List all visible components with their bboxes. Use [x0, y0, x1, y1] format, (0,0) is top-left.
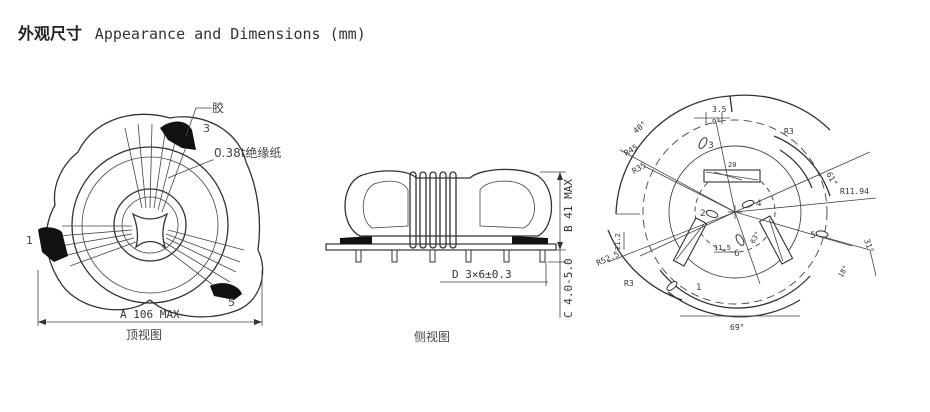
dim-c: C 4.0-5.0	[562, 258, 575, 318]
dim-r11-94: R11.94	[840, 187, 869, 196]
side-view-drawing	[325, 168, 566, 318]
footprint-drawing	[607, 94, 877, 318]
top-pin-3: 3	[203, 122, 210, 135]
dim-61deg: 61°	[824, 171, 839, 188]
dim-18deg: 18°	[837, 264, 850, 279]
dim-d: D 3×6±0.3	[452, 268, 512, 281]
dim-r35: R35	[631, 161, 648, 176]
footprint-pin-4: 4	[756, 199, 762, 209]
dim-9deg: 9°	[712, 118, 720, 126]
dim-r3-bottom: R3	[624, 279, 634, 288]
dim-r45: R45	[623, 143, 640, 158]
dim-20: 20	[728, 161, 736, 169]
footprint-pin-5: 5	[810, 231, 816, 241]
footprint-pin-1: 1	[696, 283, 702, 293]
top-view-caption: 顶视图	[126, 327, 162, 342]
dim-69deg: 69°	[730, 323, 744, 332]
dim-a: A 106 MAX	[120, 308, 180, 321]
title-chinese: 外观尺寸	[18, 24, 83, 43]
dim-r52-5: R52.5	[595, 249, 621, 267]
side-view-caption: 侧视图	[414, 329, 450, 344]
footprint-pin-3: 3	[708, 141, 714, 151]
dim-b: B 41 MAX	[562, 179, 575, 232]
label-insulation-paper: 0.38t绝缘纸	[214, 145, 281, 160]
footprint-pin-6: 6	[734, 249, 740, 259]
dim-40deg: 40°	[632, 119, 649, 135]
dim-11-5: 11.5	[714, 244, 731, 252]
page-title: 外观尺寸 Appearance and Dimensions (mm)	[18, 20, 366, 44]
top-view-drawing	[37, 107, 264, 326]
dim-r3-top: R3	[784, 127, 794, 136]
dim-31deg: 31°	[862, 238, 875, 255]
dim-3-5: 3.5	[712, 105, 727, 114]
top-pin-1: 1	[26, 234, 33, 247]
dim-21-2: 21.2	[614, 233, 622, 250]
label-glue: 胶	[212, 100, 224, 115]
title-english: Appearance and Dimensions (mm)	[94, 25, 366, 43]
dim-63deg: 63°	[749, 230, 762, 245]
footprint-pin-2: 2	[700, 209, 706, 219]
top-pin-5: 5	[228, 296, 235, 309]
